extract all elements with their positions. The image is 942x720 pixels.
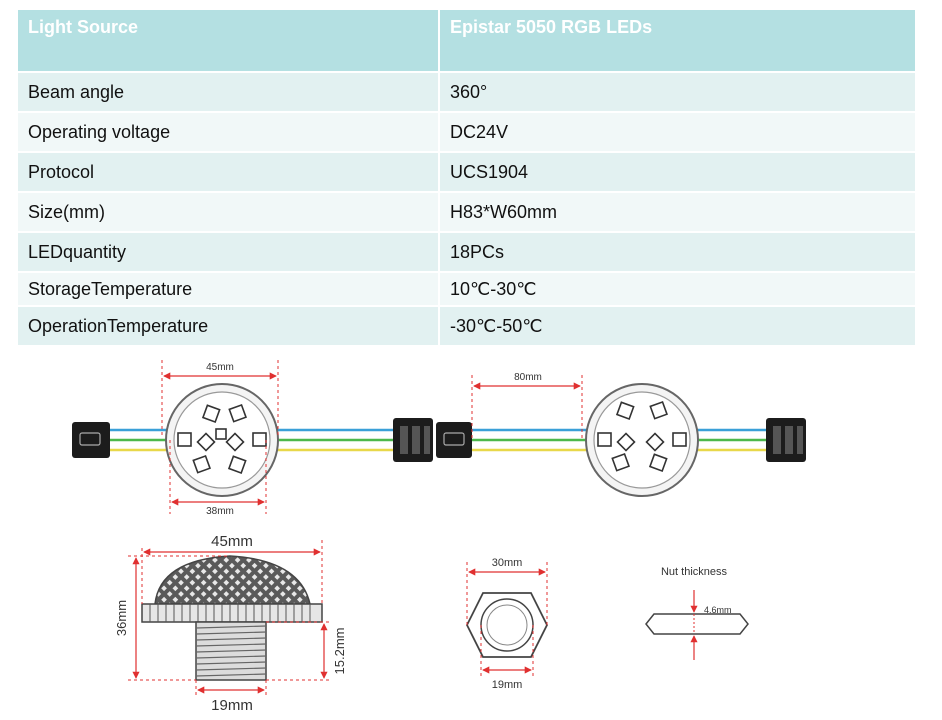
spec-key: Operating voltage bbox=[18, 112, 440, 153]
dim-label: 30mm bbox=[492, 557, 523, 569]
pixel-side-view: 45mm 36mm 15.2mm 19mm bbox=[114, 533, 347, 714]
spec-row: Protocol UCS1904 bbox=[18, 152, 915, 193]
connector-middle-male-icon bbox=[393, 418, 433, 462]
pixel-string-diagram: 45mm 38mm 80mm bbox=[72, 360, 806, 517]
dimension-drawing: 45mm 38mm 80mm bbox=[72, 360, 806, 714]
spec-key: OperationTemperature bbox=[18, 306, 440, 347]
spec-key: Protocol bbox=[18, 152, 440, 193]
spec-value: 18PCs bbox=[439, 232, 915, 273]
wire-bundle-middle bbox=[276, 428, 588, 452]
dim-thread-length: 15.2mm bbox=[266, 621, 347, 681]
dim-side-width: 45mm bbox=[141, 533, 323, 604]
spec-key: StorageTemperature bbox=[18, 272, 440, 307]
led-pixel-front-icon bbox=[165, 383, 279, 497]
spec-header-key: Light Source bbox=[18, 10, 440, 73]
dim-label: 38mm bbox=[206, 506, 234, 517]
spec-value: 10℃-30℃ bbox=[439, 272, 915, 307]
spec-row: Beam angle 360° bbox=[18, 72, 915, 113]
dim-thread-diameter: 19mm bbox=[195, 680, 267, 714]
spec-value: H83*W60mm bbox=[439, 192, 915, 233]
dim-label: 15.2mm bbox=[332, 628, 347, 675]
dim-pixel-diameter: 45mm bbox=[161, 360, 279, 438]
spec-row: LEDquantity 18PCs bbox=[18, 232, 915, 273]
led-pixel-front-icon bbox=[585, 383, 699, 497]
dim-nut-outer: 30mm bbox=[466, 557, 548, 625]
spec-value: -30℃-50℃ bbox=[439, 306, 915, 347]
nut-thickness-title: Nut thickness bbox=[661, 566, 728, 578]
dim-label: 36mm bbox=[114, 600, 129, 636]
nut-view: 30mm 19mm bbox=[465, 557, 549, 691]
spec-value: 360° bbox=[439, 72, 915, 113]
dim-label: 80mm bbox=[514, 372, 542, 383]
dim-label: 45mm bbox=[206, 362, 234, 373]
connector-left-icon bbox=[72, 422, 110, 458]
dim-label: 19mm bbox=[492, 679, 523, 691]
dim-inner-diameter: 38mm bbox=[169, 440, 267, 517]
spec-key: LEDquantity bbox=[18, 232, 440, 273]
spec-table: Light Source Epistar 5050 RGB LEDs Beam … bbox=[18, 10, 915, 347]
spec-key: Beam angle bbox=[18, 72, 440, 113]
dim-nut-inner: 19mm bbox=[480, 625, 534, 691]
spec-header-value: Epistar 5050 RGB LEDs bbox=[439, 10, 915, 73]
spec-key: Size(mm) bbox=[18, 192, 440, 233]
wire-bundle-left bbox=[110, 428, 168, 452]
dim-label: 19mm bbox=[211, 697, 253, 714]
spec-row: Size(mm) H83*W60mm bbox=[18, 192, 915, 233]
spec-value: DC24V bbox=[439, 112, 915, 153]
connector-middle-female-icon bbox=[436, 422, 472, 458]
dim-side-height: 36mm bbox=[114, 555, 230, 681]
spec-header-row: Light Source Epistar 5050 RGB LEDs bbox=[18, 10, 915, 73]
dim-pixel-spacing: 80mm bbox=[471, 372, 583, 440]
wire-bundle-right bbox=[696, 428, 770, 452]
spec-row: StorageTemperature 10℃-30℃ bbox=[18, 272, 915, 307]
dim-label: 45mm bbox=[211, 533, 253, 550]
dim-label: 4.6mm bbox=[704, 605, 732, 615]
connector-right-icon bbox=[766, 418, 806, 462]
spec-value: UCS1904 bbox=[439, 152, 915, 193]
spec-row: Operating voltage DC24V bbox=[18, 112, 915, 153]
nut-thickness-view: Nut thickness 4.6mm bbox=[645, 566, 749, 660]
spec-row: OperationTemperature -30℃-50℃ bbox=[18, 306, 915, 347]
